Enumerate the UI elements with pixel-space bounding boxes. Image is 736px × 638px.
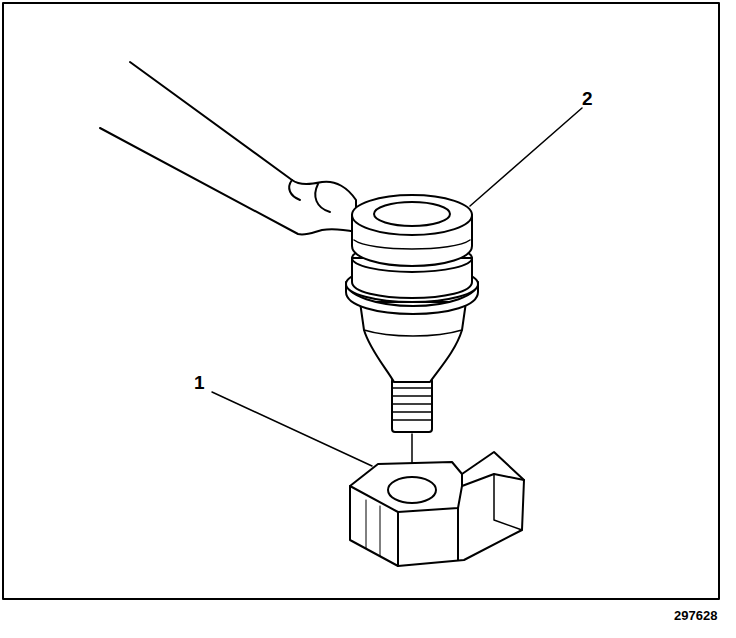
ball-joint [346,195,478,432]
steering-knuckle [350,452,524,566]
leader-line [212,392,372,466]
wrench [100,62,356,235]
callout-number: 1 [194,373,205,392]
leader-line [470,108,582,206]
figure-number: 297628 [674,609,717,622]
callout-number: 2 [582,89,593,108]
frame [3,3,719,599]
